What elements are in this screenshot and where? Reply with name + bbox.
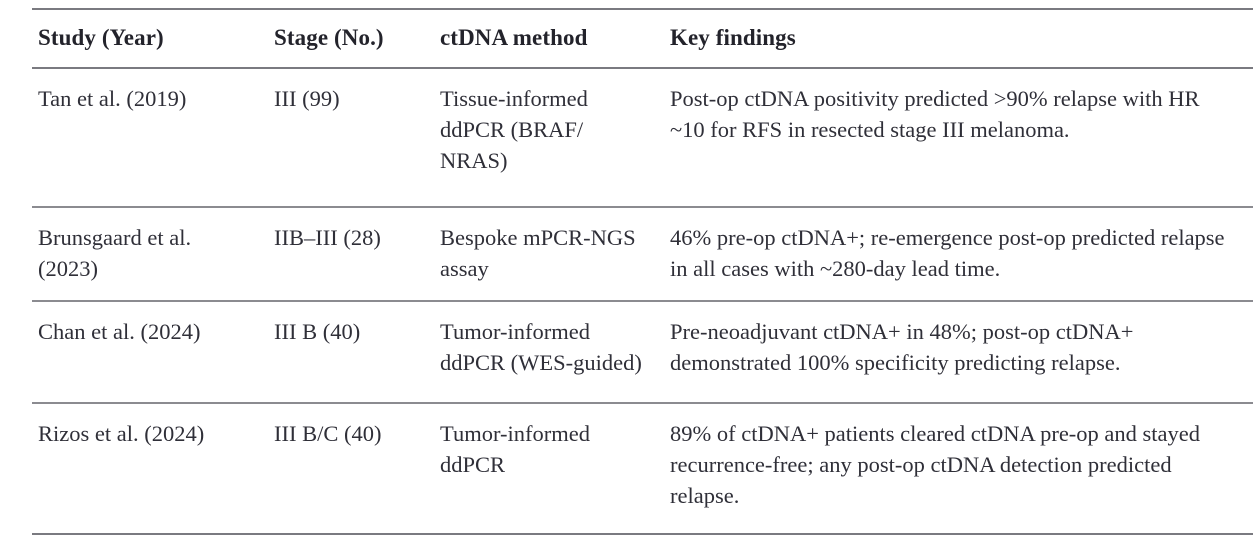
- column-header-study: Study (Year): [38, 25, 164, 50]
- cell-stage: IIB–III (28): [274, 225, 381, 250]
- cell-key: 89% of ctDNA+ patients cleared ctDNA pre…: [670, 421, 1201, 508]
- cell-method: Bespoke mPCR-NGS assay: [440, 225, 636, 281]
- cell-stage: III B (40): [274, 319, 361, 344]
- table-row: Tan et al. (2019) III (99) Tissue-inform…: [32, 68, 1253, 207]
- cell-method: Tissue-informed ddPCR (BRAF/ NRAS): [440, 86, 588, 173]
- cell-method: Tumor-informed ddPCR (WES-guided): [440, 319, 642, 375]
- column-header-stage: Stage (No.): [274, 25, 384, 50]
- column-header-method: ctDNA method: [440, 25, 588, 50]
- table-row: Rizos et al. (2024) III B/C (40) Tumor-i…: [32, 403, 1253, 534]
- cell-study: Tan et al. (2019): [38, 86, 187, 111]
- cell-stage: III B/C (40): [274, 421, 382, 446]
- table-header-row: Study (Year) Stage (No.) ctDNA method Ke…: [32, 9, 1253, 68]
- cell-study: Chan et al. (2024): [38, 319, 201, 344]
- cell-method: Tumor-informed ddPCR: [440, 421, 590, 477]
- cell-key: 46% pre-op ctDNA+; re-emergence post-op …: [670, 225, 1225, 281]
- study-table-container: Study (Year) Stage (No.) ctDNA method Ke…: [32, 8, 1253, 535]
- table-row: Chan et al. (2024) III B (40) Tumor-info…: [32, 301, 1253, 403]
- column-header-key: Key findings: [670, 25, 796, 50]
- cell-stage: III (99): [274, 86, 340, 111]
- ctdna-studies-table: Study (Year) Stage (No.) ctDNA method Ke…: [32, 8, 1253, 535]
- table-header: Study (Year) Stage (No.) ctDNA method Ke…: [32, 9, 1253, 68]
- table-row: Brunsgaard et al. (2023) IIB–III (28) Be…: [32, 207, 1253, 301]
- cell-key: Post-op ctDNA positivity predicted >90% …: [670, 86, 1200, 142]
- cell-key: Pre-neoadjuvant ctDNA+ in 48%; post-op c…: [670, 319, 1134, 375]
- table-body: Tan et al. (2019) III (99) Tissue-inform…: [32, 68, 1253, 534]
- cell-study: Brunsgaard et al. (2023): [38, 225, 192, 281]
- cell-study: Rizos et al. (2024): [38, 421, 205, 446]
